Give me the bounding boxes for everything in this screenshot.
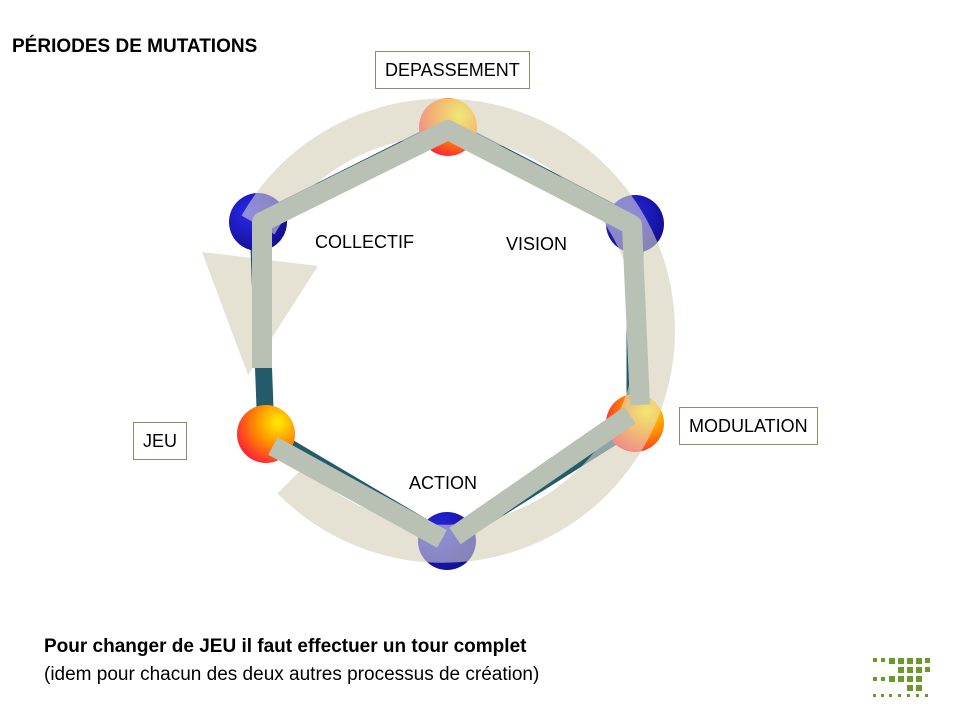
label-collectif: COLLECTIF — [315, 232, 415, 252]
logo-icon — [873, 658, 930, 697]
footer-sub-text: (idem pour chacun des deux autres proces… — [44, 664, 540, 685]
footer-main-text: Pour changer de JEU il faut effectuer un… — [44, 636, 527, 657]
page-title: PÉRIODES DE MUTATIONS — [12, 36, 258, 57]
ring-overlay — [241, 98, 675, 563]
label-action: ACTION — [409, 473, 478, 493]
connector-path — [252, 120, 650, 548]
label-jeu: JEU — [133, 422, 188, 460]
label-modulation: MODULATION — [679, 407, 818, 445]
label-vision: VISION — [506, 234, 568, 254]
label-depassement: DEPASSEMENT — [375, 51, 530, 89]
